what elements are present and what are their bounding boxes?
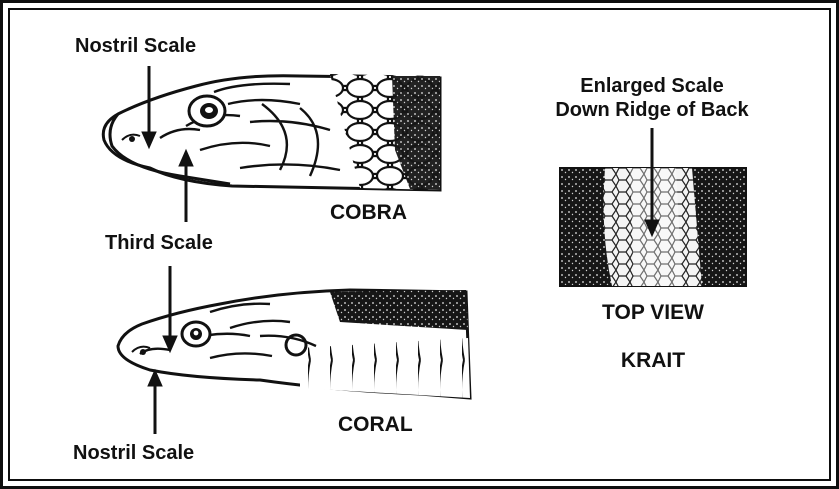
cobra-label: COBRA	[330, 202, 407, 223]
top-view-label: TOP VIEW	[578, 302, 728, 323]
coral-label: CORAL	[338, 414, 413, 435]
cobra-nostril-scale-label: Nostril Scale	[75, 36, 196, 56]
krait-label: KRAIT	[598, 350, 708, 371]
krait-callout-line-1: Enlarged Scale	[552, 76, 752, 96]
coral-nostril-scale-label: Nostril Scale	[73, 443, 194, 463]
third-scale-label: Third Scale	[105, 233, 213, 253]
krait-callout-line-2: Down Ridge of Back	[532, 100, 772, 120]
